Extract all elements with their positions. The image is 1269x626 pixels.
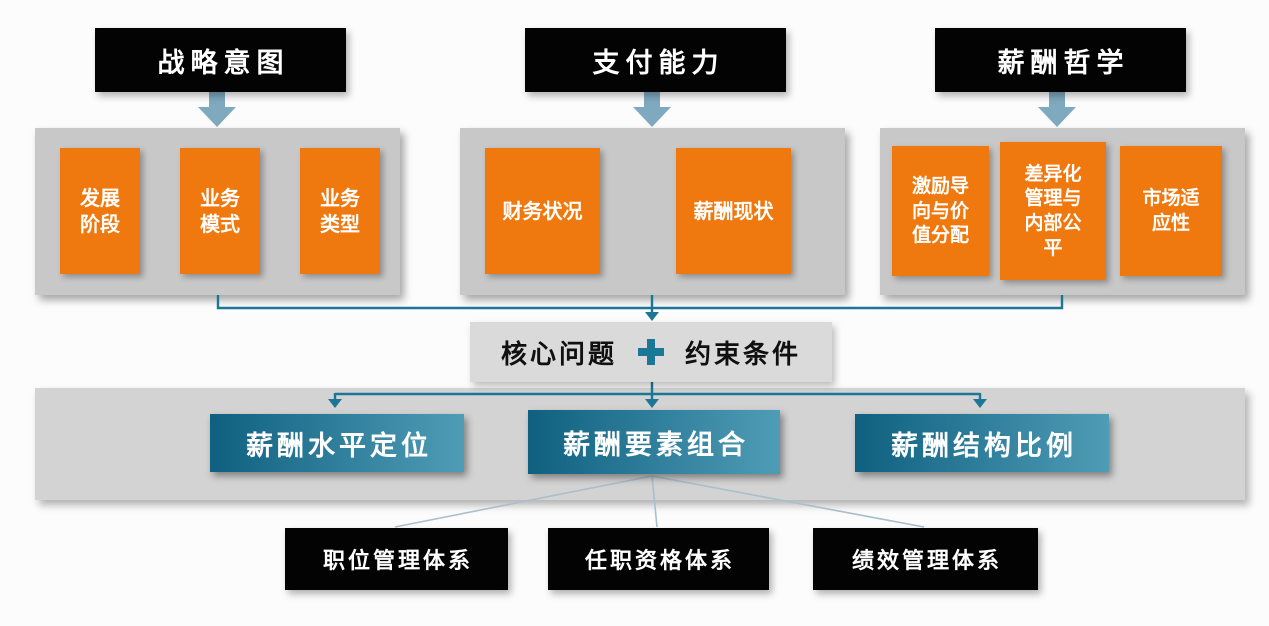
decision-pay-level-positioning: 薪酬水平定位: [210, 414, 464, 472]
item-label: 发展 阶段: [80, 186, 120, 236]
system-label: 任职资格体系: [584, 549, 735, 574]
plus-icon: [637, 338, 665, 366]
core-problem-label: 核心问题: [500, 339, 617, 370]
item-financial-status: 财务状况: [485, 148, 600, 274]
down-arrow-icon: [1038, 92, 1076, 127]
header-label: 支付能力: [592, 47, 725, 79]
down-arrow-icon: [633, 92, 671, 127]
item-business-type: 业务 类型: [300, 148, 380, 274]
decision-pay-element-mix: 薪酬要素组合: [528, 410, 780, 474]
header-label: 战略意图: [157, 47, 290, 79]
down-arrow-icon: [198, 92, 236, 127]
group-strategic-intent: 发展 阶段 业务 模式 业务 类型: [35, 128, 400, 295]
item-incentive-orientation: 激励导 向与价 值分配: [892, 146, 989, 276]
core-problem-box: 核心问题 约束条件: [470, 322, 832, 382]
decision-label: 薪酬要素组合: [563, 429, 749, 461]
item-business-model: 业务 模式: [180, 148, 260, 274]
header-label: 薪酬哲学: [997, 47, 1130, 79]
item-label: 财务状况: [502, 199, 583, 223]
item-differentiated-management: 差异化 管理与 内部公 平: [1000, 142, 1106, 280]
header-payment-ability: 支付能力: [525, 28, 786, 92]
item-label: 薪酬现状: [693, 199, 774, 223]
header-compensation-philosophy: 薪酬哲学: [935, 28, 1186, 92]
decision-pay-structure-ratio: 薪酬结构比例: [855, 414, 1109, 472]
system-label: 职位管理体系: [322, 549, 473, 574]
item-compensation-status: 薪酬现状: [676, 148, 791, 274]
group-payment-ability: 财务状况 薪酬现状: [460, 128, 845, 295]
system-position-management: 职位管理体系: [285, 528, 508, 590]
system-performance-management: 绩效管理体系: [813, 528, 1038, 590]
constraints-label: 约束条件: [685, 339, 802, 370]
item-development-stage: 发展 阶段: [60, 148, 140, 274]
item-market-adaptability: 市场适 应性: [1120, 146, 1222, 276]
decision-label: 薪酬结构比例: [891, 430, 1077, 462]
item-label: 激励导 向与价 值分配: [911, 174, 969, 247]
item-label: 业务 模式: [200, 186, 240, 236]
decision-label: 薪酬水平定位: [246, 430, 432, 462]
header-strategic-intent: 战略意图: [95, 28, 346, 92]
system-qualification: 任职资格体系: [548, 528, 769, 590]
converge-connector: [216, 295, 1064, 321]
item-label: 差异化 管理与 内部公 平: [1024, 162, 1082, 259]
group-compensation-philosophy: 激励导 向与价 值分配 差异化 管理与 内部公 平 市场适 应性: [880, 128, 1245, 295]
item-label: 市场适 应性: [1142, 187, 1200, 234]
system-label: 绩效管理体系: [851, 549, 1002, 574]
item-label: 业务 类型: [320, 186, 360, 236]
